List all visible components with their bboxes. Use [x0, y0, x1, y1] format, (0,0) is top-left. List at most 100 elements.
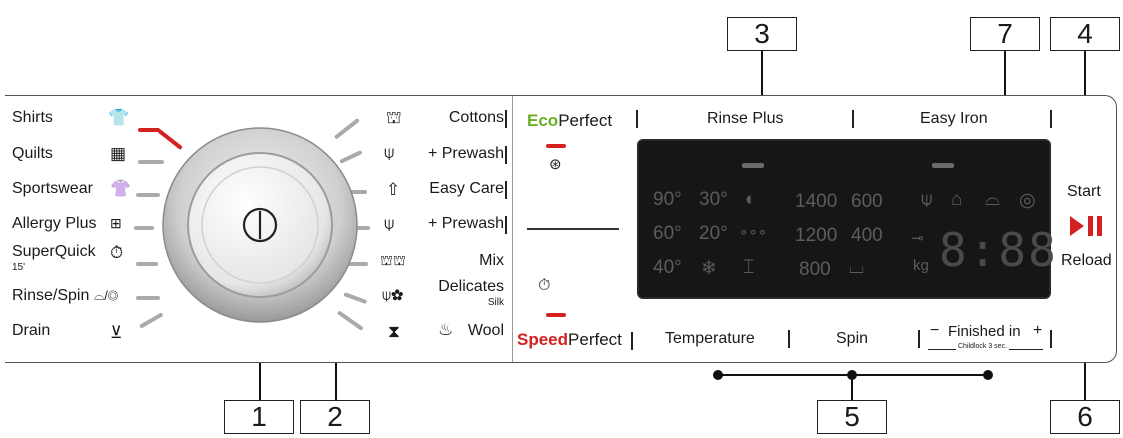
temp-40: 40°	[653, 257, 682, 278]
separator	[1050, 330, 1052, 348]
separator	[1050, 110, 1052, 128]
easy-care-icon: ⇧	[386, 180, 401, 199]
tap-icon: ⌶	[743, 257, 755, 278]
separator	[636, 110, 638, 128]
programme-label: + Prewash	[427, 215, 504, 232]
allergy-icon: ⊞	[110, 215, 122, 231]
shirt-icon: 👕	[108, 108, 130, 127]
temp-90: 90°	[653, 189, 682, 210]
speed-text: Speed	[517, 330, 569, 349]
callout-3: 3	[727, 17, 797, 51]
delicates-icon: ⍦✿	[382, 287, 404, 304]
spin-1200: 1200	[795, 225, 838, 246]
cold-icon: ❄	[701, 258, 717, 279]
programme-label: Quilts	[12, 145, 53, 162]
wool-basin-icon: ♨	[438, 320, 454, 339]
callout-7: 7	[970, 17, 1040, 51]
programme-label: Drain	[12, 322, 51, 339]
temp-20: 20°	[699, 223, 728, 244]
dial-tick	[136, 296, 160, 300]
dial-tick	[350, 226, 370, 230]
separator	[631, 332, 633, 350]
display-indicator	[742, 163, 764, 168]
programme-sublabel: Silk	[487, 297, 504, 308]
rinse-display-icon: ⌓	[985, 189, 1001, 210]
speed-timer-icon: ⏱	[538, 277, 551, 294]
display-indicator	[932, 163, 954, 168]
separator	[788, 330, 790, 348]
spin-600: 600	[851, 191, 883, 212]
play-pause-icon	[1070, 216, 1102, 236]
dial-tick	[345, 190, 367, 194]
programme-dial[interactable]	[160, 125, 360, 325]
programme-label: Shirts	[12, 109, 53, 126]
callout-6: 6	[1050, 400, 1120, 434]
dial-tick-shirts	[138, 128, 160, 132]
prewash-icon: ⍦	[384, 214, 395, 233]
programme-label: SuperQuick	[12, 243, 96, 260]
callout-4: 4	[1050, 17, 1120, 51]
speed-led	[546, 313, 566, 317]
spin-800: 800	[799, 259, 831, 280]
easy-iron-button[interactable]: Easy Iron	[920, 110, 988, 127]
dial-tick	[136, 262, 158, 266]
callout-1: 1	[224, 400, 294, 434]
programme-sublabel: 15'	[12, 262, 26, 273]
spin-button[interactable]: Spin	[836, 330, 869, 347]
drain-icon: ⊻	[110, 323, 123, 342]
spin-display-icon: ◎	[1019, 190, 1036, 211]
perfect-text: Perfect	[568, 330, 622, 349]
callout-5: 5	[817, 400, 887, 434]
stain-icon: ◐	[745, 189, 757, 210]
separator	[505, 110, 507, 128]
finished-minus-button[interactable]: −	[930, 322, 940, 339]
dial-tick	[346, 262, 368, 266]
temp-30: 30°	[699, 189, 728, 210]
finished-plus-button[interactable]: +	[1033, 322, 1043, 339]
kg-label: kg	[913, 257, 929, 274]
separator	[505, 181, 507, 199]
temperature-button[interactable]: Temperature	[665, 330, 755, 347]
start-pause-button[interactable]	[1068, 214, 1108, 238]
panel-divider	[512, 96, 513, 362]
quilt-icon: ▦	[110, 144, 127, 163]
eco-led	[546, 144, 566, 148]
no-spin-icon: ⌴	[849, 257, 865, 278]
programme-label: + Prewash	[427, 145, 504, 162]
bubbles-icon: ∘∘∘	[739, 224, 768, 241]
callout-2: 2	[300, 400, 370, 434]
superquick-icon: ⏱	[110, 243, 124, 262]
programme-label: Mix	[479, 252, 504, 269]
programme-label: Wool	[467, 322, 504, 339]
mix-icon: ⛫⛫	[380, 252, 406, 268]
rinse-spin-icon: ⌓/◎	[94, 288, 119, 303]
wool-icon: ⧗	[388, 322, 400, 341]
dial-tick	[134, 226, 154, 230]
dial-tick	[136, 193, 160, 197]
finished-in-label: Finished in	[948, 323, 1021, 340]
separator	[852, 110, 854, 128]
eco-perfect-label[interactable]: EcoPerfect	[527, 111, 612, 131]
programme-label: Easy Care	[429, 180, 504, 197]
prewash-display-icon: ⍦	[921, 189, 933, 210]
start-label: Start	[1067, 183, 1101, 200]
programme-label: Sportswear	[12, 180, 93, 197]
programme-label: Delicates	[438, 278, 504, 295]
programme-label: Cottons	[448, 109, 504, 126]
lcd-display: 90° 30° ◐ 60° 20° ∘∘∘ 40° ❄ ⌶ 1400 600 1…	[637, 139, 1056, 299]
basket-icon: ⌂	[951, 189, 963, 210]
temp-60: 60°	[653, 223, 682, 244]
rinse-plus-button[interactable]: Rinse Plus	[707, 110, 784, 127]
spin-1400: 1400	[795, 191, 838, 212]
programme-label: Rinse/Spin	[12, 287, 90, 304]
key-icon: ⊸	[911, 230, 924, 247]
dial-tick	[138, 160, 164, 164]
eco-text: Eco	[527, 111, 559, 130]
mode-divider	[527, 228, 619, 230]
separator	[918, 330, 920, 348]
separator	[505, 146, 507, 164]
speed-perfect-label[interactable]: SpeedPerfect	[517, 330, 622, 350]
reload-label: Reload	[1061, 252, 1112, 269]
cottons-icon: ⛫	[386, 108, 402, 127]
prewash-icon: ⍦	[384, 143, 395, 162]
